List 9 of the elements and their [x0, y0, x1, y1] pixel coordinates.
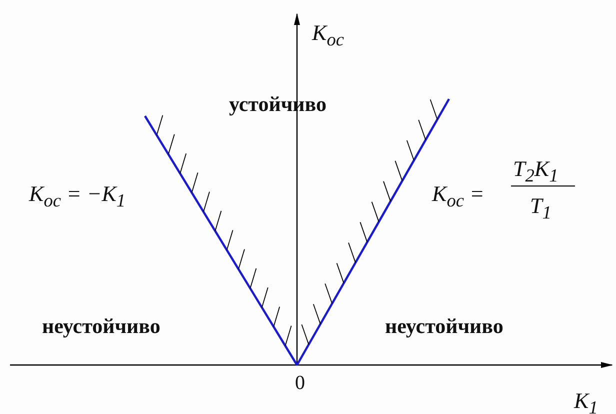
axis-label: K$_{oc}$ [312, 22, 344, 49]
region-label: неустойчиво [385, 316, 504, 337]
boundary-equation: K$_{oc}$ = [432, 183, 484, 210]
boundary-equation: K$_{oc}$ = −K$_{1}$ [29, 183, 126, 210]
fraction-numerator: T$_{2}$K$_{1}$ [513, 158, 558, 185]
fraction-denominator: T$_{1}$ [530, 195, 552, 222]
axis-label: K$_{1}$ [574, 390, 598, 414]
region-label: неустойчиво [42, 316, 160, 337]
origin-label: 0 [295, 373, 305, 393]
